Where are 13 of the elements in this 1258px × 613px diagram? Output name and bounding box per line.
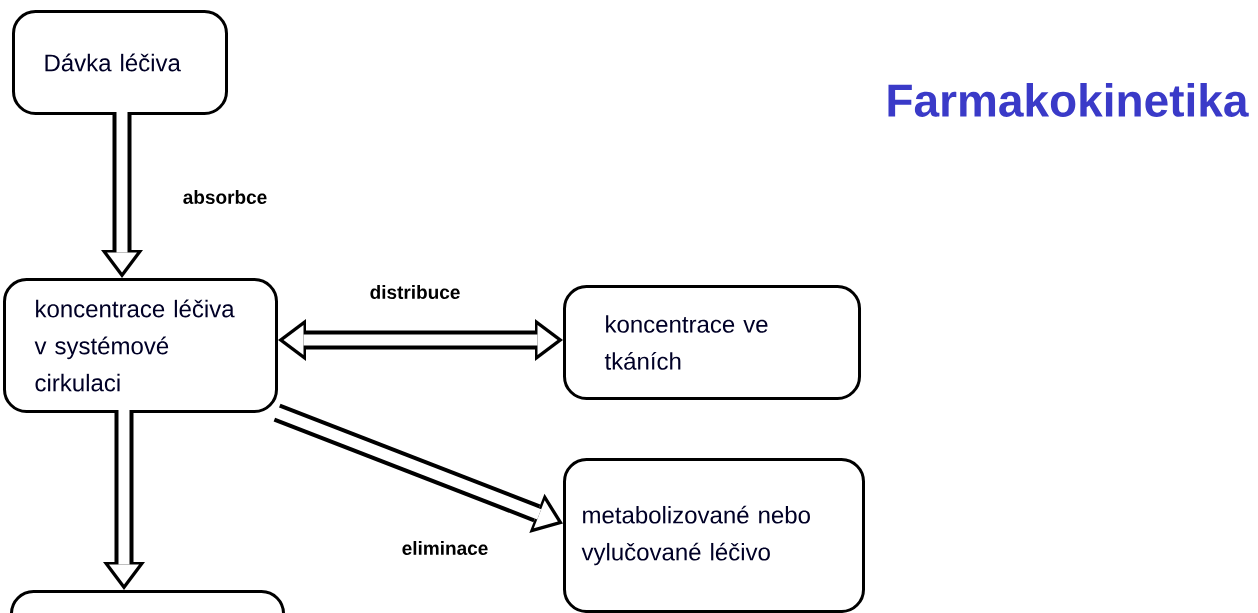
process-box: koncentrace léčiva v systémové cirkulaci (3, 278, 278, 413)
process-box: metabolizované nebo vylučované léčivo (563, 458, 865, 613)
block-arrow (101, 112, 143, 278)
block-arrow (273, 403, 563, 533)
empty-box (10, 590, 285, 613)
double-block-arrow (278, 319, 563, 361)
block-arrow (103, 410, 145, 590)
edge-label: distribuce (367, 283, 463, 301)
title: Farmakokinetika (888, 83, 1249, 117)
edge-label: eliminace (399, 539, 491, 557)
process-box: koncentrace ve tkáních (563, 285, 861, 400)
edge-label: absorbce (180, 188, 270, 206)
process-box: Dávka léčiva (12, 10, 228, 115)
